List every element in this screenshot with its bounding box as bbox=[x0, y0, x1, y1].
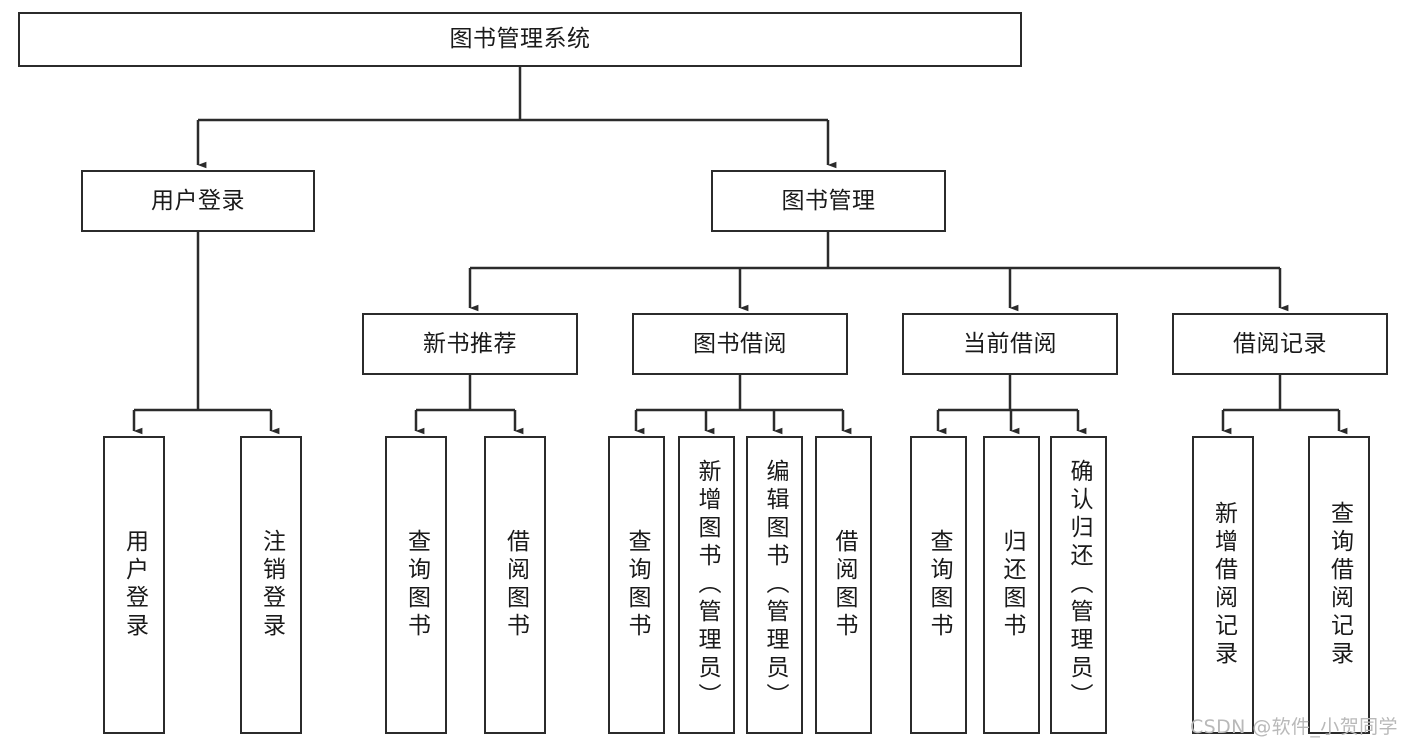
node-book-management-label: 图书管理 bbox=[781, 187, 876, 214]
node-borrow-book-borrow-label: 借阅图书 bbox=[831, 529, 857, 641]
node-borrow-book-recommend[interactable]: 借阅图书 bbox=[484, 436, 546, 734]
node-query-borrow-record-label: 查询借阅记录 bbox=[1326, 501, 1353, 669]
node-borrow-record[interactable]: 借阅记录 bbox=[1172, 313, 1388, 375]
node-edit-book-admin-label: 编辑图书（管理员） bbox=[762, 459, 788, 711]
node-query-book-recommend-label: 查询图书 bbox=[403, 529, 430, 641]
node-user-login-leaf[interactable]: 用户登录 bbox=[103, 436, 165, 734]
node-current-borrow-label: 当前借阅 bbox=[963, 330, 1057, 357]
node-add-borrow-record[interactable]: 新增借阅记录 bbox=[1192, 436, 1254, 734]
node-new-book-recommend[interactable]: 新书推荐 bbox=[362, 313, 578, 375]
node-logout-leaf[interactable]: 注销登录 bbox=[240, 436, 302, 734]
node-add-book-admin[interactable]: 新增图书（管理员） bbox=[678, 436, 735, 734]
node-root[interactable]: 图书管理系统 bbox=[18, 12, 1022, 67]
watermark-text: CSDN @软件_小贺同学 bbox=[1190, 716, 1398, 738]
node-confirm-return-admin[interactable]: 确认归还（管理员） bbox=[1050, 436, 1107, 734]
node-return-book[interactable]: 归还图书 bbox=[983, 436, 1040, 734]
node-add-borrow-record-label: 新增借阅记录 bbox=[1210, 501, 1237, 669]
node-query-book-borrow[interactable]: 查询图书 bbox=[608, 436, 665, 734]
node-query-book-current-label: 查询图书 bbox=[926, 529, 952, 641]
node-query-book-current[interactable]: 查询图书 bbox=[910, 436, 967, 734]
node-logout-leaf-label: 注销登录 bbox=[258, 529, 285, 641]
node-book-borrow[interactable]: 图书借阅 bbox=[632, 313, 848, 375]
node-confirm-return-admin-label: 确认归还（管理员） bbox=[1066, 459, 1092, 711]
node-query-book-recommend[interactable]: 查询图书 bbox=[385, 436, 447, 734]
node-book-management[interactable]: 图书管理 bbox=[711, 170, 946, 232]
node-borrow-book-recommend-label: 借阅图书 bbox=[502, 529, 529, 641]
node-root-label: 图书管理系统 bbox=[449, 26, 591, 53]
node-add-book-admin-label: 新增图书（管理员） bbox=[694, 459, 720, 711]
node-edit-book-admin[interactable]: 编辑图书（管理员） bbox=[746, 436, 803, 734]
node-current-borrow[interactable]: 当前借阅 bbox=[902, 313, 1118, 375]
node-return-book-label: 归还图书 bbox=[999, 529, 1025, 641]
node-borrow-book-borrow[interactable]: 借阅图书 bbox=[815, 436, 872, 734]
node-user-login[interactable]: 用户登录 bbox=[81, 170, 315, 232]
node-query-borrow-record[interactable]: 查询借阅记录 bbox=[1308, 436, 1370, 734]
node-book-borrow-label: 图书借阅 bbox=[693, 330, 787, 357]
node-query-book-borrow-label: 查询图书 bbox=[624, 529, 650, 641]
node-borrow-record-label: 借阅记录 bbox=[1233, 330, 1327, 357]
node-user-login-leaf-label: 用户登录 bbox=[121, 529, 148, 641]
node-user-login-label: 用户登录 bbox=[151, 187, 245, 214]
node-new-book-recommend-label: 新书推荐 bbox=[423, 330, 517, 357]
